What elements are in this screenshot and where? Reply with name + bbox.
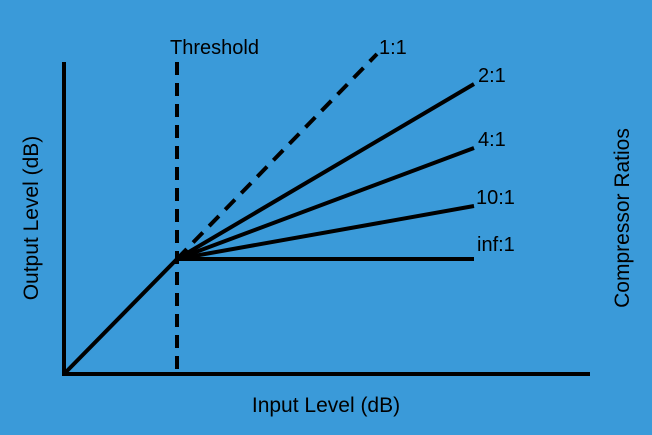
ratio-label-4-1: 4:1 [478,129,506,151]
below-threshold-line [62,257,179,376]
ratio-label-10-1: 10:1 [476,187,515,209]
ratios-title: Compressor Ratios [611,128,634,308]
x-axis-label: Input Level (dB) [252,394,400,417]
ratio-label-inf-1: inf:1 [477,234,515,256]
ratio-line-1-1 [175,52,379,261]
y-axis-label: Output Level (dB) [20,136,43,301]
ratio-label-2-1: 2:1 [478,65,506,87]
ratio-label-1-1: 1:1 [379,37,407,59]
ratio-line-4-1 [176,146,475,261]
threshold-label: Threshold [170,37,259,59]
ratio-line-10-1 [176,204,475,261]
ratio-line-2-1 [175,82,476,261]
